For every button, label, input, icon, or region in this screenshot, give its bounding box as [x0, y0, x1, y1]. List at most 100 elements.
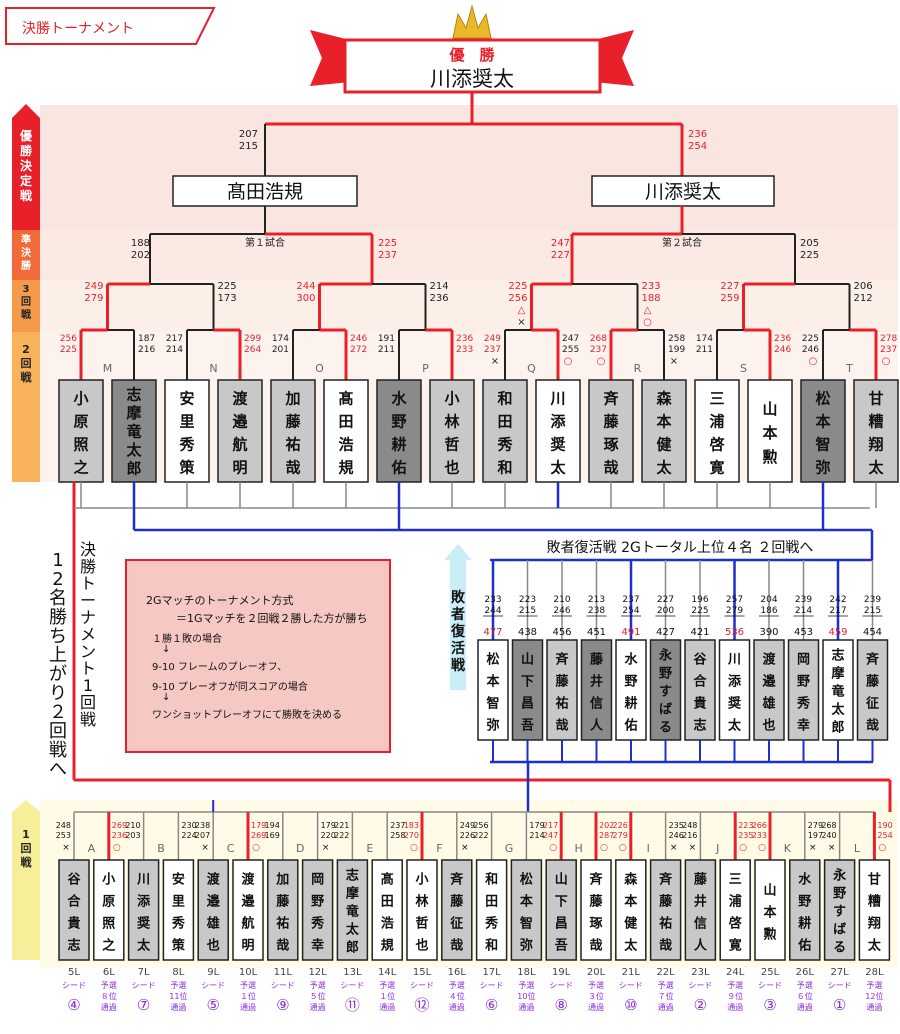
lane-label: 8L — [172, 967, 184, 978]
r3-mark: △ — [644, 305, 652, 316]
seed-label: シード — [132, 981, 156, 990]
final-score: 207 — [239, 129, 258, 140]
player-name: 斉藤征哉 — [450, 872, 464, 954]
lane-label: 18L — [517, 967, 536, 978]
lane-label: 28L — [865, 967, 884, 978]
repechage-label: 敗者復活戦 — [450, 589, 466, 674]
player-card-box — [429, 379, 475, 483]
player-card-box — [441, 859, 473, 961]
player-card-box — [336, 859, 369, 961]
player-card: 斉藤琢哉 — [588, 379, 634, 483]
r1-mark: ○ — [878, 843, 886, 853]
r1-score: 190 — [877, 821, 892, 830]
r1-mark: × — [809, 843, 817, 853]
r1-score: 246 — [669, 831, 684, 840]
rep-score: 214 — [795, 606, 812, 616]
player-card-box — [510, 859, 543, 961]
player-card: 川添奨太 — [535, 379, 581, 483]
lane-label: 6L — [103, 967, 115, 978]
r1-score: 268 — [821, 821, 836, 830]
player-name: 三浦啓寛 — [709, 389, 725, 476]
final-score: 215 — [239, 141, 258, 152]
player-card: 加藤祐哉 — [270, 379, 316, 483]
player-card-box — [580, 859, 612, 961]
r3-score: 188 — [642, 293, 661, 304]
rep-total: 459 — [828, 627, 847, 638]
r2-score: 211 — [696, 345, 713, 355]
r1-group: F — [436, 842, 442, 855]
player-name: 山下昌吾 — [521, 652, 534, 734]
semi-score: 237 — [378, 250, 397, 261]
seed-label: シード — [480, 981, 504, 990]
seed-number: ⑨ — [276, 996, 289, 1014]
lane-label: 24L — [726, 967, 745, 978]
qual-pass: 通過 — [588, 1002, 604, 1012]
player-card-box — [406, 859, 438, 961]
r2-score: 199 — [668, 345, 685, 355]
round-arrow-r3 — [12, 280, 40, 332]
semi-score: 247 — [551, 238, 570, 249]
player-name: 加藤祐哉 — [284, 389, 301, 476]
semi-score: 205 — [800, 238, 819, 249]
r1-mark: ○ — [739, 843, 747, 853]
r3-score: 244 — [296, 281, 315, 292]
player-card: 志摩竜太郎 — [336, 859, 369, 961]
player-card: 志摩竜太郎 — [822, 639, 854, 741]
rep-total: 491 — [621, 627, 640, 638]
champion-name: 川添奨太 — [430, 67, 514, 91]
qual-rank: １位 — [240, 991, 256, 1001]
r3-score: 214 — [430, 281, 449, 292]
player-card: 松本智弥 — [477, 639, 509, 741]
player-name: 安里秀策 — [178, 389, 195, 476]
rep-score: 239 — [864, 595, 881, 605]
r1-score: 183 — [404, 821, 419, 830]
player-card-box — [588, 379, 634, 483]
seed-number: ② — [694, 996, 707, 1014]
r2-mark: × — [491, 356, 499, 367]
player-card-box — [197, 859, 229, 961]
rep-score: 215 — [519, 606, 536, 616]
round-arrow-semi — [12, 230, 40, 280]
r1-group: H — [574, 842, 582, 855]
r2-score: 174 — [272, 334, 289, 344]
r2-mark: ○ — [564, 356, 573, 367]
lane-label: 27L — [830, 967, 849, 978]
qual-label: 予選 — [797, 980, 813, 990]
r1-score: 210 — [125, 821, 140, 830]
r1-score: 269 — [251, 831, 266, 840]
rep-score: 200 — [657, 606, 674, 616]
player-card: 渡邉雄也 — [753, 639, 785, 741]
qual-label: 予選 — [310, 980, 326, 990]
player-name: 小原照之 — [73, 389, 88, 476]
r1-group: K — [784, 842, 792, 855]
r2-score: 216 — [138, 345, 155, 355]
r1-score: 287 — [599, 831, 614, 840]
r2-score: 236 — [774, 334, 791, 344]
player-card: 斉藤祐哉 — [546, 639, 578, 741]
r2-score: 256 — [60, 334, 77, 344]
rep-total: 451 — [587, 627, 606, 638]
player-name: 渡邉雄也 — [761, 652, 776, 734]
rule-line: ↓ — [162, 644, 170, 655]
round-arrow-r1 — [12, 800, 40, 960]
qual-pass: 通過 — [170, 1002, 186, 1012]
lane-label: 5L — [68, 967, 80, 978]
player-name: 甘糟翔太 — [867, 389, 884, 476]
rep-total: 536 — [725, 627, 744, 638]
player-card: 甘糟翔太 — [858, 859, 891, 961]
player-name: 小原照之 — [102, 873, 115, 954]
r1-mark: × — [62, 843, 70, 853]
r1-mark: ○ — [549, 843, 557, 853]
r1-score: 194 — [265, 821, 280, 830]
player-card: 川添奨太 — [127, 859, 160, 961]
r1-score: 266 — [752, 821, 767, 830]
player-card-box — [93, 859, 125, 961]
player-card: 山本勲 — [747, 379, 793, 483]
player-card: 水野耕佑 — [615, 639, 647, 741]
round-band — [40, 280, 898, 332]
player-card: 加藤祐哉 — [267, 859, 299, 961]
qual-label: 予選 — [101, 980, 117, 990]
